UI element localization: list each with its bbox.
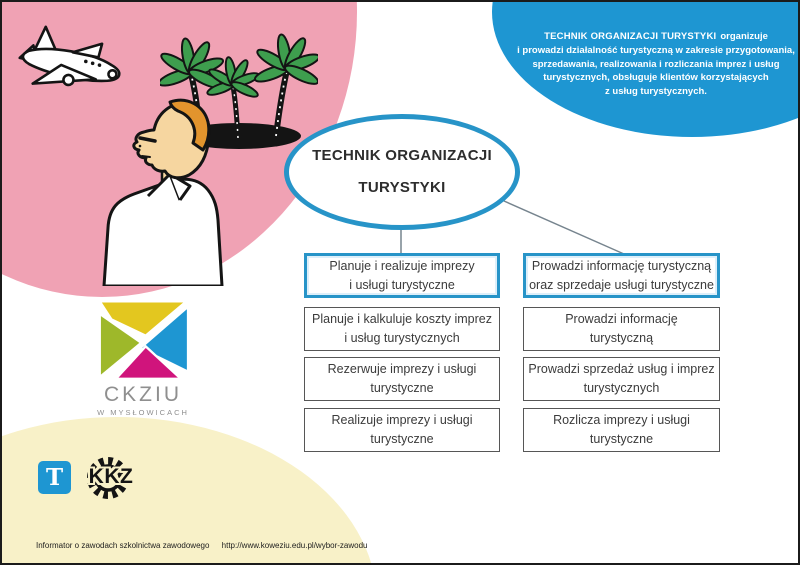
profession-description-title: TECHNIK ORGANIZACJI TURYSTYKI [544,31,717,42]
tourist-man-icon [102,98,224,286]
profession-description-body: i prowadzi działalność turystyczną w zak… [517,44,795,98]
ckziu-subtitle: W MYSŁOWICACH [97,408,189,417]
ckziu-wordmark: CKZIU [104,383,182,406]
gear-icon [87,457,129,499]
kkz-label: KKZ [88,465,134,488]
footer: Informator o zawodach szkolnictwa zawodo… [36,541,368,550]
task-box-right-2: Prowadzi sprzedaż usług i imprez turysty… [523,357,720,401]
t-badge: T [38,461,71,494]
ckziu-logo-icon [98,301,188,380]
task-box-left-1: Planuje i kalkuluje koszty imprez i usłu… [304,307,500,351]
footer-url: http://www.koweziu.edu.pl/wybor-zawodu [221,541,368,550]
task-box-left-2: Rezerwuje imprezy i usługi turystyczne [304,357,500,401]
task-box-left-3: Realizuje imprezy i usługi turystyczne [304,408,500,452]
airplane-icon [18,25,121,87]
kkz-logo: KKZ [76,452,146,504]
task-box-right-3: Rozlicza imprezy i usługi turystyczne [523,408,720,452]
footer-label: Informator o zawodach szkolnictwa zawodo… [36,541,210,550]
t-badge-letter: T [45,464,64,491]
task-box-right-1: Prowadzi informację turystyczną [523,307,720,351]
profession-description-lead: organizuje [720,31,768,42]
category-box-right: Prowadzi informację turystyczną oraz spr… [523,253,720,298]
profession-ellipse: TECHNIK ORGANIZACJI TURYSTYKI [284,114,520,230]
profession-title: TECHNIK ORGANIZACJI TURYSTYKI [312,146,492,196]
category-box-left: Planuje i realizuje imprezy i usługi tur… [304,253,500,298]
